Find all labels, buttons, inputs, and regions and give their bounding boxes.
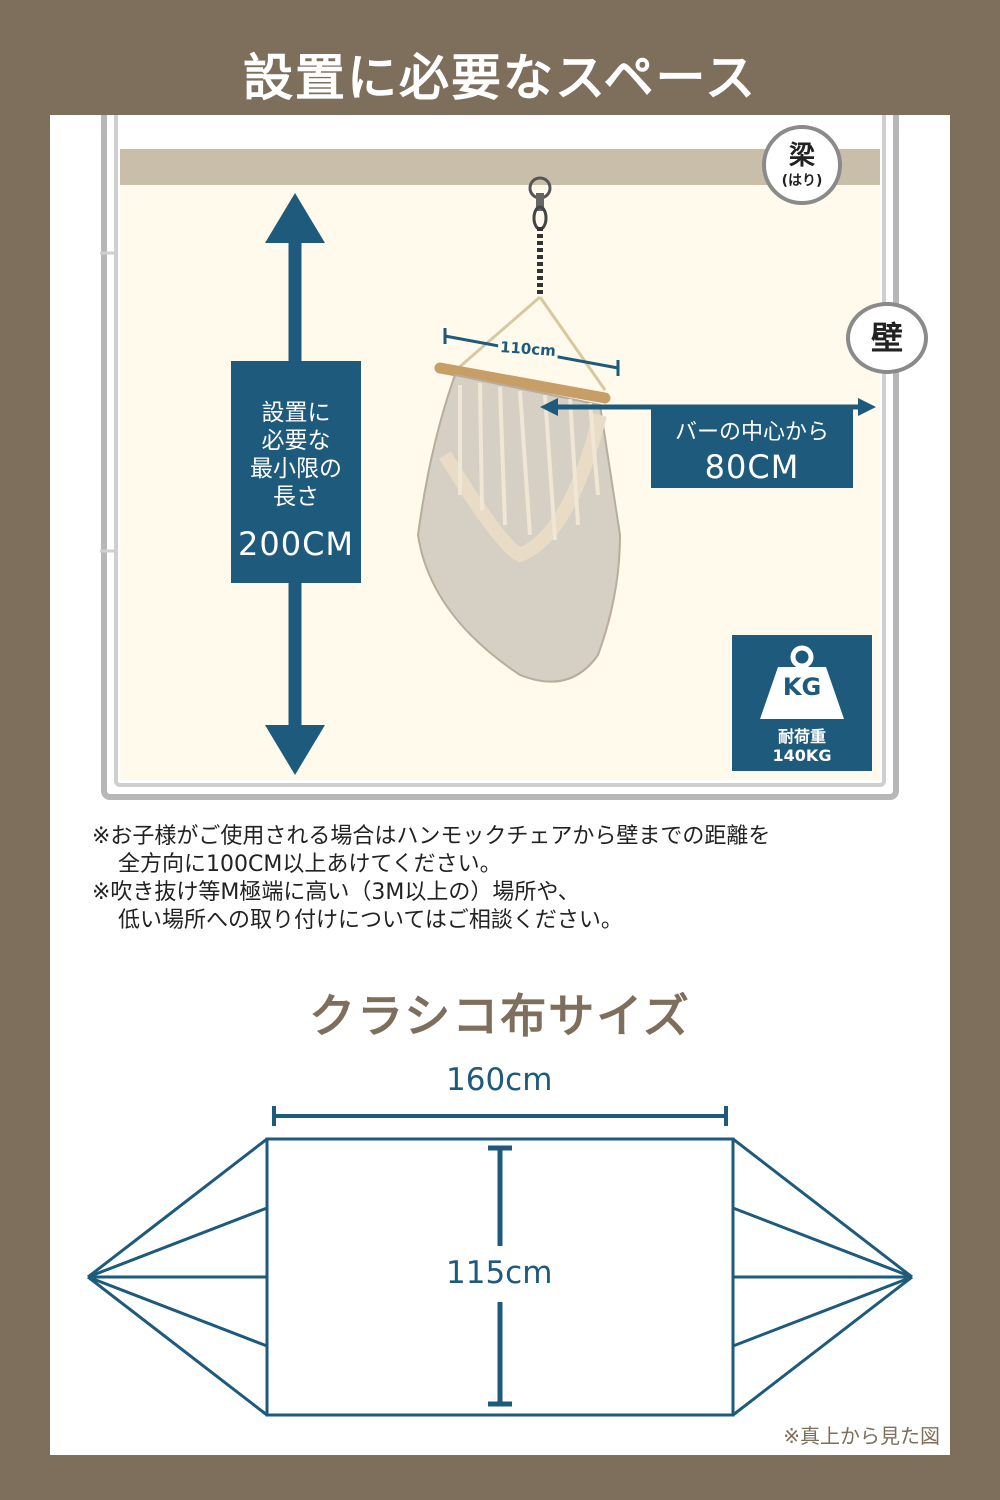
fabric-size-title: クラシコ布サイズ (309, 989, 691, 1043)
height-caption: 設置に 必要な 最小限の 長さ (250, 400, 342, 510)
distance-caption: バーの中心から (674, 420, 829, 445)
beam-kanji: 梁 (788, 141, 815, 171)
note-line: ※吹き抜け等M極端に高い（3M以上の）場所や、 (92, 880, 580, 905)
weight-unit: KG (782, 673, 822, 701)
height-label-box: 設置に 必要な 最小限の 長さ 200CM (231, 361, 361, 583)
wall-badge: 壁 (846, 302, 928, 374)
weight-icon (760, 645, 844, 719)
load-capacity-badge: KG 耐荷重 140KG (732, 635, 872, 771)
beam-reading: (はり) (781, 173, 823, 189)
page-title: 設置に必要なスペース (243, 49, 757, 107)
hammock-chair (416, 373, 622, 683)
height-value: 200CM (237, 525, 355, 563)
beam-badge: 梁 (はり) (762, 125, 842, 205)
note-line: ※お子様がご使用される場合はハンモックチェアから壁までの距離を (92, 824, 771, 849)
note-line: 全方向に100CM以上あけてください。 (118, 852, 502, 877)
note-line: 低い場所への取り付けについてはご相談ください。 (118, 908, 623, 933)
wooden-bar (434, 362, 611, 404)
load-capacity-caption: 耐荷重 140KG (772, 727, 832, 765)
distance-label-box: バーの中心から 80CM (651, 408, 853, 488)
beam (120, 149, 880, 185)
notes: ※お子様がご使用される場合はハンモックチェアから壁までの距離を 全方向に100C… (92, 823, 932, 935)
top-view-caption: ※真上から見た図 (783, 1424, 940, 1448)
distance-value: 80CM (704, 448, 800, 486)
fabric-width-label: 160cm (446, 1062, 553, 1098)
fabric-length-label: 115cm (446, 1255, 553, 1291)
